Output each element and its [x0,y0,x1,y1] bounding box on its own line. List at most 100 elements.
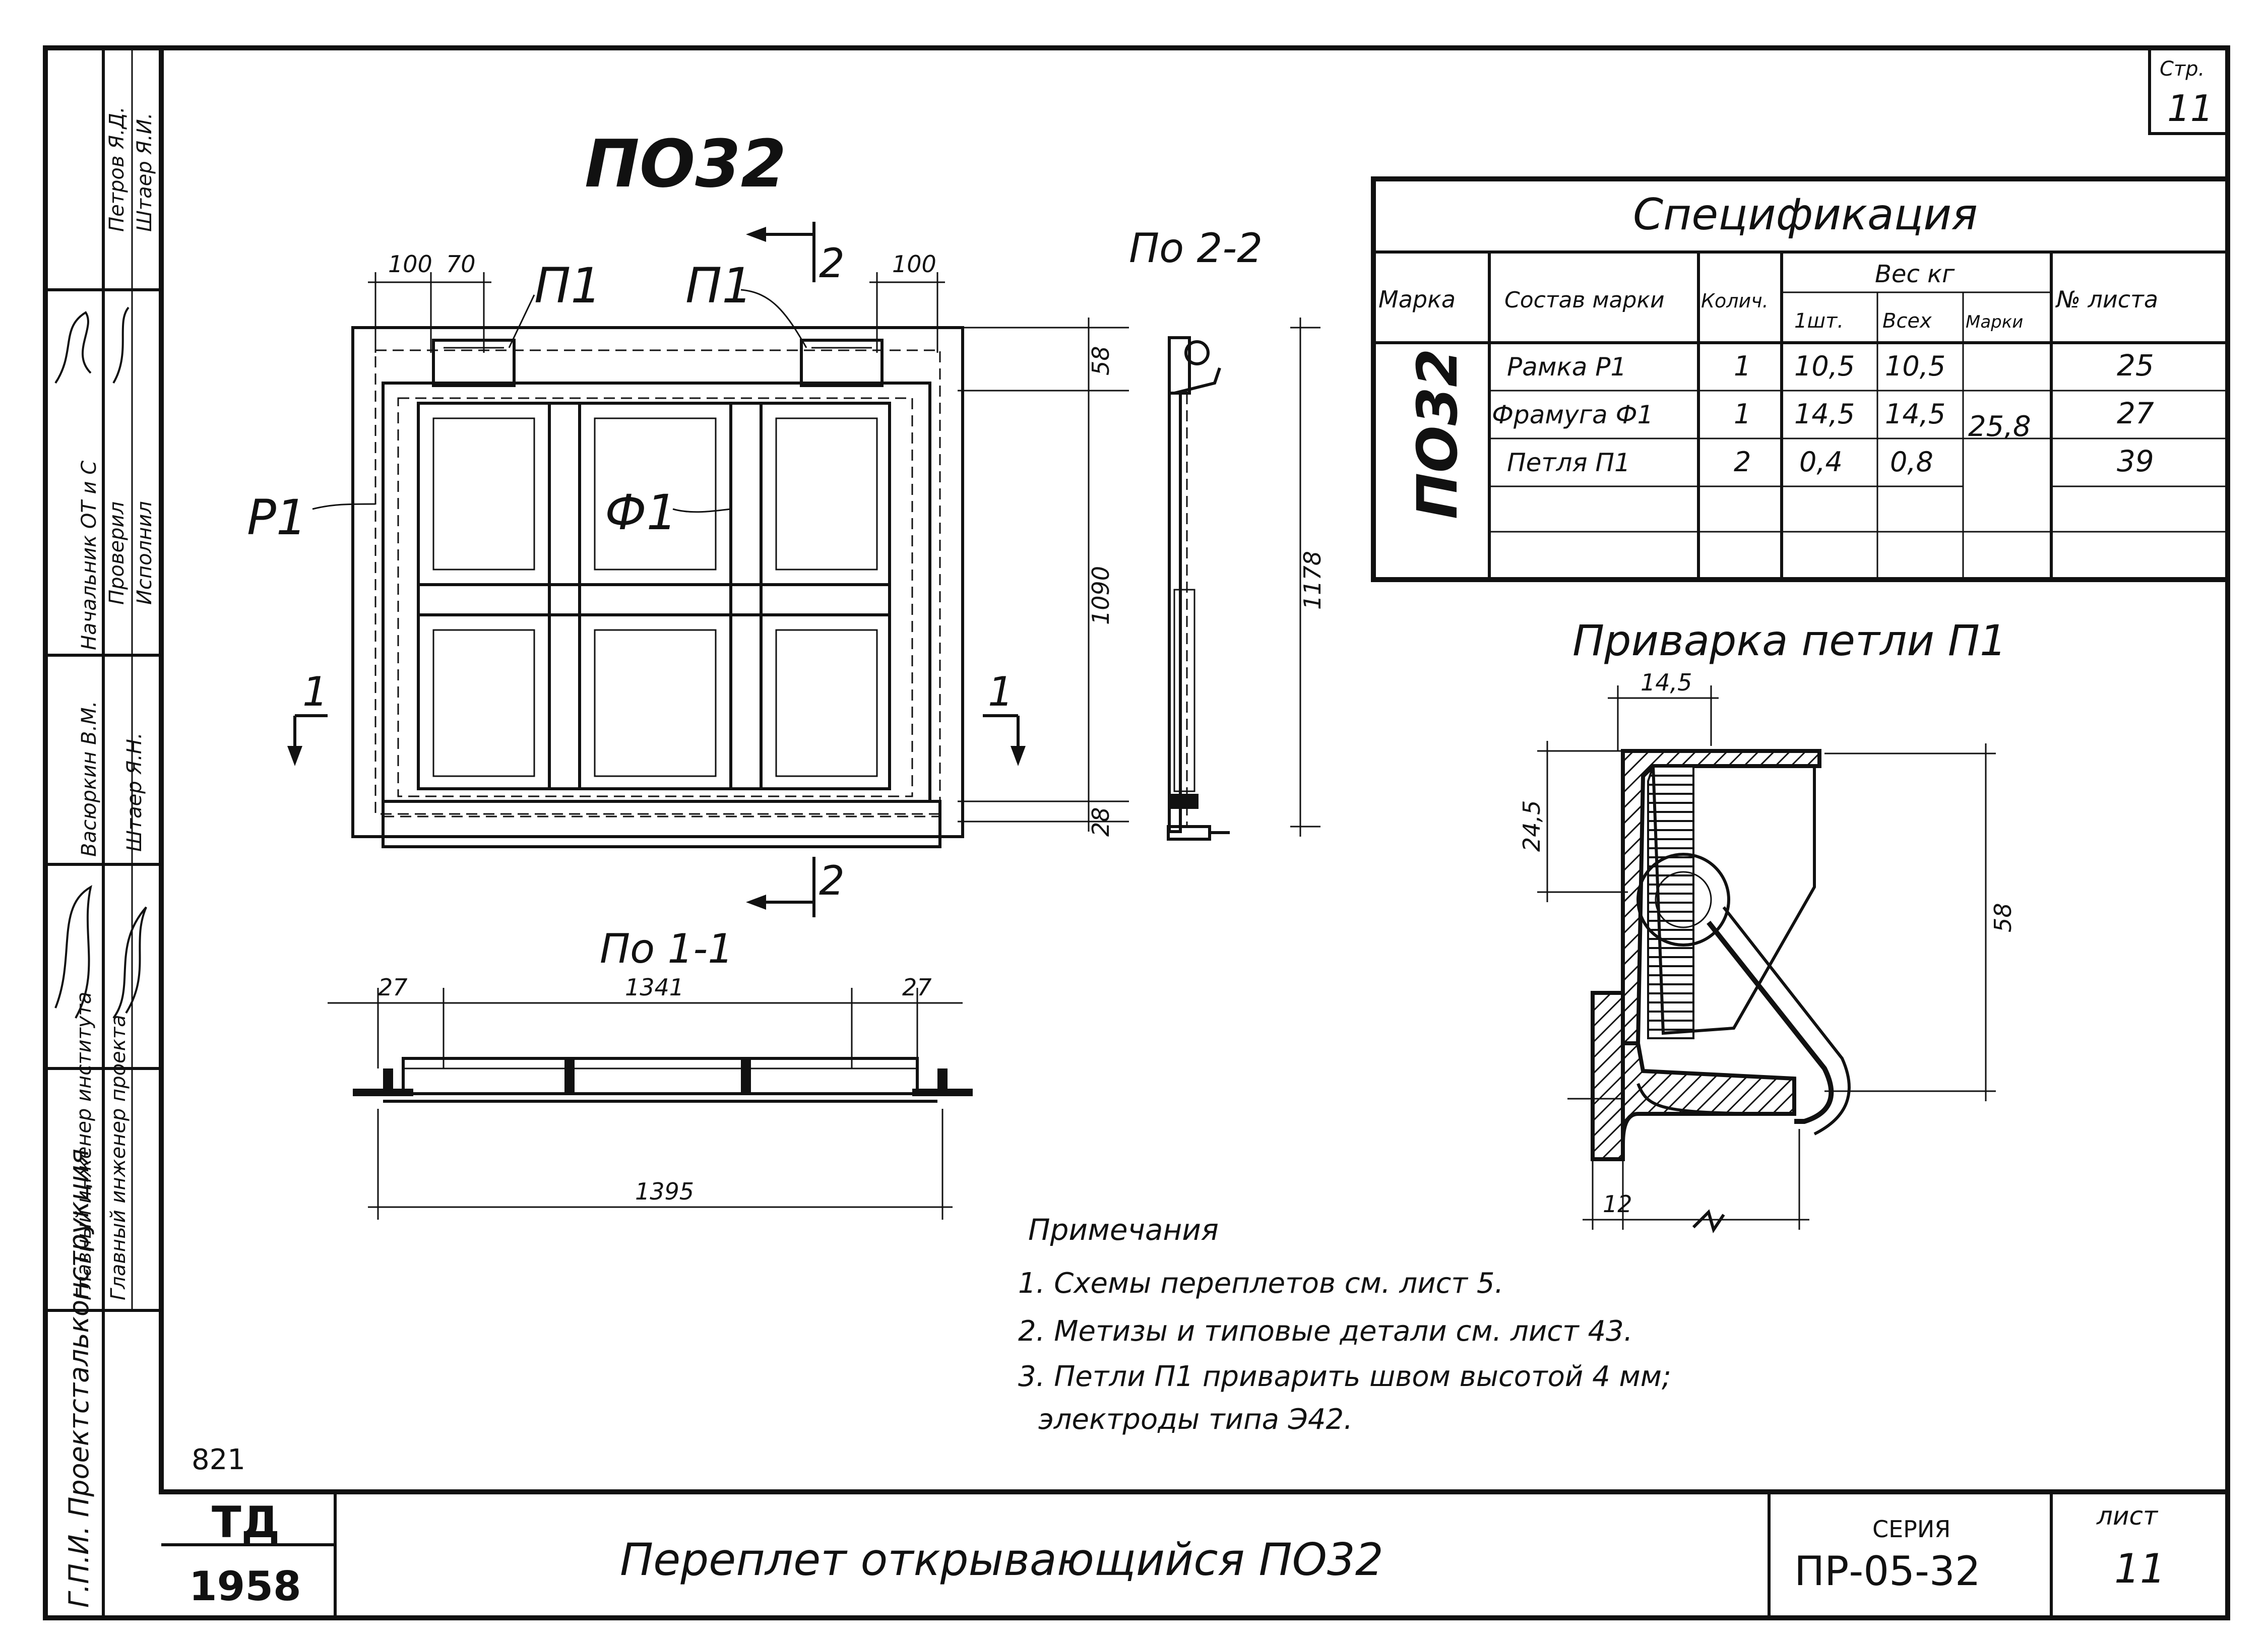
spec-header-ves: Вес кг [1875,260,1955,288]
spec-row-name: Фрамуга Ф1 [1492,400,1653,429]
spec-header-list: № листа [2055,286,2158,313]
section-2-2-title: По 2-2 [1129,225,1263,272]
glass-panes [432,417,878,777]
weld-dim-right: 58 [1989,903,2017,932]
cut-1-label-left: 1 [302,668,328,715]
callout-r1: Р1 [247,489,307,546]
dim-1-1-middle: 1341 [625,974,684,1001]
weld-detail-dims [1537,685,1996,1234]
note-1: 1. Схемы переплетов см. лист 5. [1018,1267,1503,1300]
spec-row-w1: 10,5 [1794,350,1855,382]
spec-row-wall: 0,8 [1890,446,1933,478]
org-name: Г.П.И. Проектстальконструкция [63,1149,95,1608]
spec-row: Петля П1 2 0,4 0,8 39 [1507,444,2154,478]
section-1-1-title: По 1-1 [600,925,733,972]
drawing-title: ПО32 [585,125,786,202]
weld-dim-top: 14,5 [1641,669,1692,696]
hinge-left [432,339,516,387]
elevation-right-dims [958,318,1320,837]
spec-header-ves-1: 1шт. [1794,309,1844,333]
spec-row: Рамка Р1 1 10,5 10,5 25 [1507,348,2154,383]
spec-title: Спецификация [1633,190,1978,240]
weld-detail-title: Приварка петли П1 [1572,616,2006,665]
td-logo: ТД [212,1497,280,1548]
weld-dim-left: 24,5 [1518,800,1545,852]
section-cut-2-bottom: 2 [746,857,845,917]
spec-row-wall: 14,5 [1885,398,1945,430]
section-cut-2-top: 2 [746,222,845,287]
series-code: ПР-05-32 [1794,1548,1981,1595]
note-2: 2. Метизы и типовые детали см. лист 43. [1018,1315,1633,1348]
left-title-column: Г.П.И. Проектстальконструкция Главный ин… [45,48,161,1618]
title-block-title: Переплет открывающийся ПО32 [620,1534,1383,1586]
year: 1958 [189,1563,301,1610]
callout-p1-left: П1 [534,258,601,314]
dim-right-28: 28 [1087,807,1114,837]
spec-row-qty: 1 [1734,350,1751,382]
role-checked: Проверил [105,501,129,605]
specification-table [1371,176,2230,582]
spec-row-qty: 1 [1734,398,1751,430]
person-petrov: Петров Я.Д. [105,106,129,232]
spec-header-ves-marki: Марки [1966,312,2023,332]
section-1-1-dims [328,988,963,1220]
frame-elevation [351,326,964,848]
spec-row-sheet: 25 [2117,348,2154,383]
dim-right-1178: 1178 [1299,551,1326,610]
cut-2-label-top: 2 [819,240,845,287]
spec-header-sostav: Состав марки [1504,287,1665,313]
person-shtaer-n: Штаер Я.Н. [123,732,146,852]
dim-1-1-overall: 1395 [635,1178,694,1205]
spec-mark: ПО32 [1405,348,1470,519]
role-chief-engineer-project: Главный инженер проекта [107,1015,130,1300]
title-block [161,1489,2228,1618]
dim-right-58: 58 [1087,346,1114,375]
section-1-1-profile [353,1057,973,1103]
note-3: 3. Петли П1 приварить швом высотой 4 мм; [1018,1360,1671,1393]
role-executed: Исполнил [133,501,156,605]
notes-heading: Примечания [1028,1213,1219,1247]
role-chief-engineer-institute: Главный инженер института [73,992,96,1300]
weld-dim-bottom: 12 [1603,1190,1632,1218]
dim-top-100-left: 100 [388,250,432,278]
page-number-box: Стр. 11 [2148,48,2228,135]
dim-1-1-left: 27 [378,974,408,1001]
series-label: СЕРИЯ [1872,1516,1950,1543]
person-shtaer-i: Штаер Я.И. [133,113,156,232]
dim-right-1090: 1090 [1087,566,1114,625]
spec-row-sheet: 27 [2117,396,2154,430]
spec-row-qty: 2 [1734,446,1751,478]
drawing-code: 821 [192,1443,245,1476]
sheet-number: 11 [2114,1545,2166,1592]
spec-header-kol: Колич. [1701,290,1769,312]
spec-row-sheet: 39 [2117,444,2154,478]
spec-header-ves-all: Всех [1882,309,1932,333]
dim-top-70: 70 [446,250,476,278]
spec-row-w1: 0,4 [1799,446,1843,478]
dim-top-100-right: 100 [892,250,936,278]
callout-f1: Ф1 [605,484,677,541]
dim-1-1-right: 27 [902,974,932,1001]
hinge-right [800,339,884,387]
spec-mark-weight: 25,8 [1968,410,2031,443]
spec-row-name: Рамка Р1 [1507,352,1626,382]
sheet-label: лист [2096,1501,2159,1531]
page-label: Стр. [2160,57,2204,81]
cut-1-label-right: 1 [988,668,1014,715]
person-vasyurkin: Васюркин В.М. [78,701,101,857]
role-head-ot: Начальник ОТ и С [78,461,101,650]
page-number: 11 [2167,87,2214,130]
section-2-2-profile [1167,336,1230,841]
section-cut-1-left: 1 [287,668,328,766]
spec-header-marka: Марка [1378,286,1456,313]
cut-2-label-bottom: 2 [819,857,845,904]
elevation-top-dims [368,272,945,353]
spec-row-w1: 14,5 [1794,398,1855,430]
section-cut-1-right: 1 [983,668,1026,766]
note-3-cont: электроды типа Э42. [1038,1403,1353,1436]
spec-row: Фрамуга Ф1 1 14,5 14,5 27 [1492,396,2154,430]
weld-detail-drawing [1591,749,1851,1161]
notes: Примечания 1. Схемы переплетов см. лист … [1018,1213,1671,1436]
spec-row-wall: 10,5 [1885,350,1945,382]
